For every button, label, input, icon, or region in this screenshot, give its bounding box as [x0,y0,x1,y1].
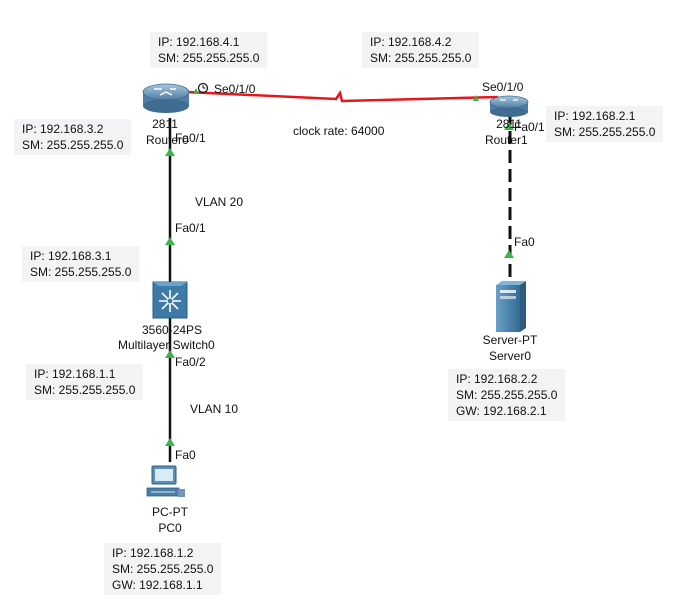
router0-model-label: 2811 [152,117,178,131]
clock-icon [197,82,209,94]
link-up-indicator [504,122,514,130]
ip-address: IP: 192.168.3.1 [30,249,112,263]
subnet-mask: SM: 255.255.255.0 [34,383,136,397]
pc-model-label: PC-PT [152,505,188,519]
port-label: Fa0 [514,235,535,249]
link-up-indicator [165,237,175,245]
link-up-indicator [165,350,175,358]
ip-address: IP: 192.168.2.1 [554,109,636,123]
link-up-indicator [504,250,514,258]
subnet-mask: SM: 255.255.255.0 [554,125,656,139]
ip-address: IP: 192.168.4.1 [158,35,240,49]
router0-serial-info-box: IP: 192.168.4.1 SM: 255.255.255.0 [150,32,268,68]
serial-link[interactable] [185,89,499,103]
port-label: Fa0/1 [175,131,206,145]
router0-name-label: Router0 [146,133,189,147]
port-label: Fa0/1 [514,120,545,134]
switch-downlink-info-box: IP: 192.168.1.1 SM: 255.255.255.0 [26,364,144,400]
router-icon[interactable] [142,83,190,113]
link-up-indicator [165,148,175,156]
ip-address: IP: 192.168.2.2 [456,372,538,386]
multilayer-switch-icon[interactable] [152,281,188,319]
server-model-label: Server-PT [482,333,538,347]
server-icon[interactable] [496,281,526,332]
link-up-indicator [165,438,175,446]
subnet-mask: SM: 255.255.255.0 [158,51,260,65]
router1-fa-info-box: IP: 192.168.2.1 SM: 255.255.255.0 [546,106,664,142]
port-label: Fa0/2 [175,355,206,369]
gateway: GW: 192.168.1.1 [112,578,203,592]
pc-name-label: PC0 [158,521,182,535]
port-label: Fa0 [175,448,196,462]
switch-uplink-info-box: IP: 192.168.3.1 SM: 255.255.255.0 [22,246,140,282]
port-label: Fa0/1 [175,221,206,235]
switch-name-label: Multilayer Switch0 [118,338,215,352]
server-name-label: Server0 [488,349,532,363]
pc-info-box: IP: 192.168.1.2 SM: 255.255.255.0 GW: 19… [104,543,222,595]
vlan-20-label: VLAN 20 [195,195,244,209]
link-up-indicator [193,88,199,94]
subnet-mask: SM: 255.255.255.0 [456,388,558,402]
subnet-mask: SM: 255.255.255.0 [30,265,132,279]
link-up-indicator [473,95,479,101]
server-info-box: IP: 192.168.2.2 SM: 255.255.255.0 GW: 19… [448,369,566,421]
ip-address: IP: 192.168.3.2 [22,122,104,136]
port-label: Se0/1/0 [482,80,524,94]
pc-icon[interactable] [146,465,185,497]
ip-address: IP: 192.168.1.1 [34,367,116,381]
port-label: Se0/1/0 [214,82,256,96]
clock-rate-label: clock rate: 64000 [293,124,385,138]
vlan-10-label: VLAN 10 [190,402,239,416]
router-icon[interactable] [489,95,529,117]
gateway: GW: 192.168.2.1 [456,404,547,418]
router0-fa-info-box: IP: 192.168.3.2 SM: 255.255.255.0 [14,119,132,155]
router1-serial-info-box: IP: 192.168.4.2 SM: 255.255.255.0 [362,32,480,68]
subnet-mask: SM: 255.255.255.0 [112,562,214,576]
ip-address: IP: 192.168.1.2 [112,546,194,560]
router1-name-label: Router1 [485,133,528,147]
subnet-mask: SM: 255.255.255.0 [22,138,124,152]
router1-model-label: 2811 [496,117,522,131]
subnet-mask: SM: 255.255.255.0 [370,51,472,65]
ip-address: IP: 192.168.4.2 [370,35,452,49]
switch-model-label: 3560-24PS [142,323,203,337]
